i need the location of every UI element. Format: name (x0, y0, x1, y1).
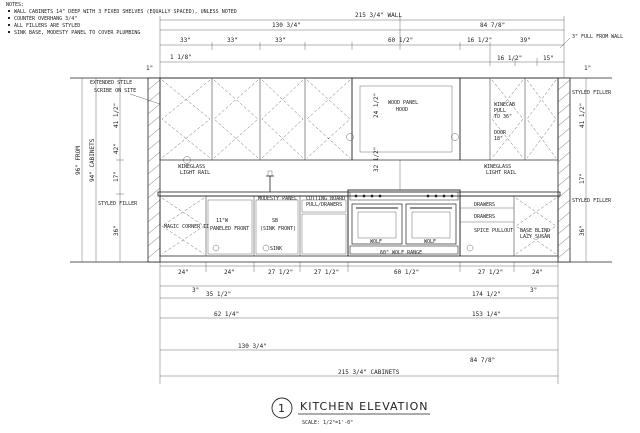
label-pull-out-1: 11"W (216, 218, 229, 224)
notes-block: NOTES: WALL CABINETS 14" DEEP WITH 3 FIX… (6, 2, 237, 36)
note-2: COUNTER OVERHANG 3/4" (14, 16, 77, 22)
dim-sub-right: 15" (543, 55, 554, 62)
label-styled-filler-mid: STYLED FILLER (572, 198, 612, 204)
label-sink-base-2: (SINK FRONT) (260, 226, 296, 232)
label-styled-filler-left: STYLED FILLER (98, 201, 138, 207)
note-4: SINK BASE, MODESTY PANEL TO COVER PLUMBI… (14, 30, 140, 36)
dim-right-wall-cab: 39" (520, 37, 531, 44)
dim-left-filler: 1 1/8" (170, 54, 192, 61)
label-drawers-2: DRAWERS (474, 214, 495, 220)
countertop (157, 191, 561, 197)
dim-base-2: 24" (224, 269, 235, 276)
dim-sub-left: 16 1/2" (497, 55, 522, 62)
dim-run-c: 62 1/4" (214, 311, 239, 318)
left-wall (147, 77, 161, 263)
label-door-size: 18" (494, 136, 503, 142)
drawing-title: KITCHEN ELEVATION (300, 400, 429, 413)
notes-heading: NOTES: (6, 2, 24, 8)
dim-base-4: 27 1/2" (314, 269, 339, 276)
label-modesty-panel: MODESTY PANEL (258, 196, 297, 202)
dim-run-d: 153 1/4" (472, 311, 501, 318)
dim-hood-clear: 32 1/2" (373, 147, 380, 172)
label-cutting-board-2: PULL/DRAWERS (306, 202, 342, 208)
top-dimensions: 215 3/4" WALL 130 3/4" 84 7/8" 33" 33" 3… (146, 12, 623, 80)
dim-wall-cab-height: 41 1/2" (113, 103, 120, 128)
note-3: ALL FILLERS ARE STYLED (14, 23, 80, 29)
label-wineglass-right: WINEGLASS (484, 164, 511, 170)
dim-left-run: 130 3/4" (272, 22, 301, 29)
label-wineglass-right-2: LIGHT RAIL (486, 170, 516, 176)
dim-filler-left: 3" (192, 287, 199, 294)
dim-ceiling: 96" FROM (75, 146, 82, 175)
bottom-dimensions: 24" 24" 27 1/2" 27 1/2" 60 1/2" 27 1/2" … (159, 262, 559, 384)
label-wine-pull-2: PULL (494, 108, 506, 114)
title-block: 1 KITCHEN ELEVATION SCALE: 1/2"=1'-0" (271, 397, 430, 426)
right-wall (557, 77, 571, 263)
base-cabinets: WOLF WOLF (159, 170, 559, 257)
dim-run-f: 84 7/8" (470, 357, 495, 364)
label-wine-pull-3: TO 36" (494, 114, 512, 120)
dim-hood-height: 24 1/2" (373, 93, 380, 118)
label-hood: HOOD (396, 107, 408, 113)
brand-left: WOLF (370, 239, 382, 245)
dim-base-height: 36" (113, 225, 120, 236)
dim-base-3: 27 1/2" (268, 269, 293, 276)
label-magic-corner: MAGIC CORNER II (164, 224, 209, 230)
label-pull-out-2: PANELED FRONT (210, 226, 249, 232)
dim-wall-cab-gap: 42" (113, 143, 120, 154)
dim-right-run: 84 7/8" (480, 22, 505, 29)
dim-right-base-height: 36" (579, 225, 586, 236)
label-wine-pull: WINECAB (494, 102, 515, 108)
brand-right: WOLF (424, 239, 436, 245)
dim-base-7: 24" (532, 269, 543, 276)
label-spice-pullout: SPICE PULLOUT (474, 228, 513, 234)
left-vertical-dimensions: 96" FROM 94" CABINETS 41 1/2" 42" 17" 36… (75, 77, 124, 262)
dim-run-a: 35 1/2" (206, 291, 231, 298)
label-drawers-1: DRAWERS (474, 202, 495, 208)
label-base-blind-1: BASE BLIND (520, 228, 550, 234)
label-range: 60" WOLF RANGE (380, 250, 422, 256)
label-styled-filler-top: STYLED FILLER (572, 90, 612, 96)
dim-run-e: 130 3/4" (238, 343, 267, 350)
dim-base-1: 24" (178, 269, 189, 276)
drawing-number: 1 (278, 402, 286, 415)
dim-run-b: 174 1/2" (472, 291, 501, 298)
dim-wall-cab-2: 33" (227, 37, 238, 44)
label-extended-stile-2: SCRIBE ON SITE (94, 88, 136, 94)
label-sink-base-1: SB (272, 218, 278, 224)
dim-hood: 60 1/2" (388, 37, 413, 44)
drawing-number-bubble (271, 397, 293, 419)
label-cutting-board-1: CUTTING BOARD (306, 196, 345, 202)
full-wall-note: 3" FULL FROM WALL (572, 34, 623, 40)
dim-cabinets-height: 94" CABINETS (89, 138, 96, 182)
wall-cabinets (159, 77, 559, 190)
label-wineglass-left-2: LIGHT RAIL (180, 170, 210, 176)
note-1: WALL CABINETS 14" DEEP WITH 3 FIXED SHEL… (14, 9, 237, 15)
drawing-scale: SCALE: 1/2"=1'-0" (302, 420, 353, 426)
label-extended-stile-1: EXTENDED STILE (90, 80, 132, 86)
dim-right-backsplash: 17" (579, 173, 586, 184)
dim-right-gap: 1" (584, 65, 591, 72)
right-vertical-dimensions: 41 1/2" 17" 36" STYLED FILLER STYLED FIL… (572, 78, 612, 262)
dim-filler-right: 3" (530, 287, 537, 294)
label-wood-panel-hood: WOOD PANEL (388, 100, 418, 106)
dim-base-5: 60 1/2" (394, 269, 419, 276)
label-door: DOOR (494, 130, 507, 136)
dim-backsplash: 17" (113, 171, 120, 182)
dim-wall-cab-3: 33" (275, 37, 286, 44)
dim-corner-cab: 16 1/2" (467, 37, 492, 44)
dim-right-wall-cab-height: 41 1/2" (579, 103, 586, 128)
label-base-blind-2: LAZY SUSAN (520, 234, 550, 240)
dim-left-gap: 1" (146, 65, 153, 72)
label-wineglass-left: WINEGLASS (178, 164, 205, 170)
dim-base-6: 27 1/2" (478, 269, 503, 276)
dim-overall-wall: 215 3/4" WALL (355, 12, 402, 19)
dim-overall-cabinets: 215 3/4" CABINETS (338, 369, 400, 376)
dim-wall-cab-1: 33" (180, 37, 191, 44)
label-sink: SINK (270, 246, 282, 252)
